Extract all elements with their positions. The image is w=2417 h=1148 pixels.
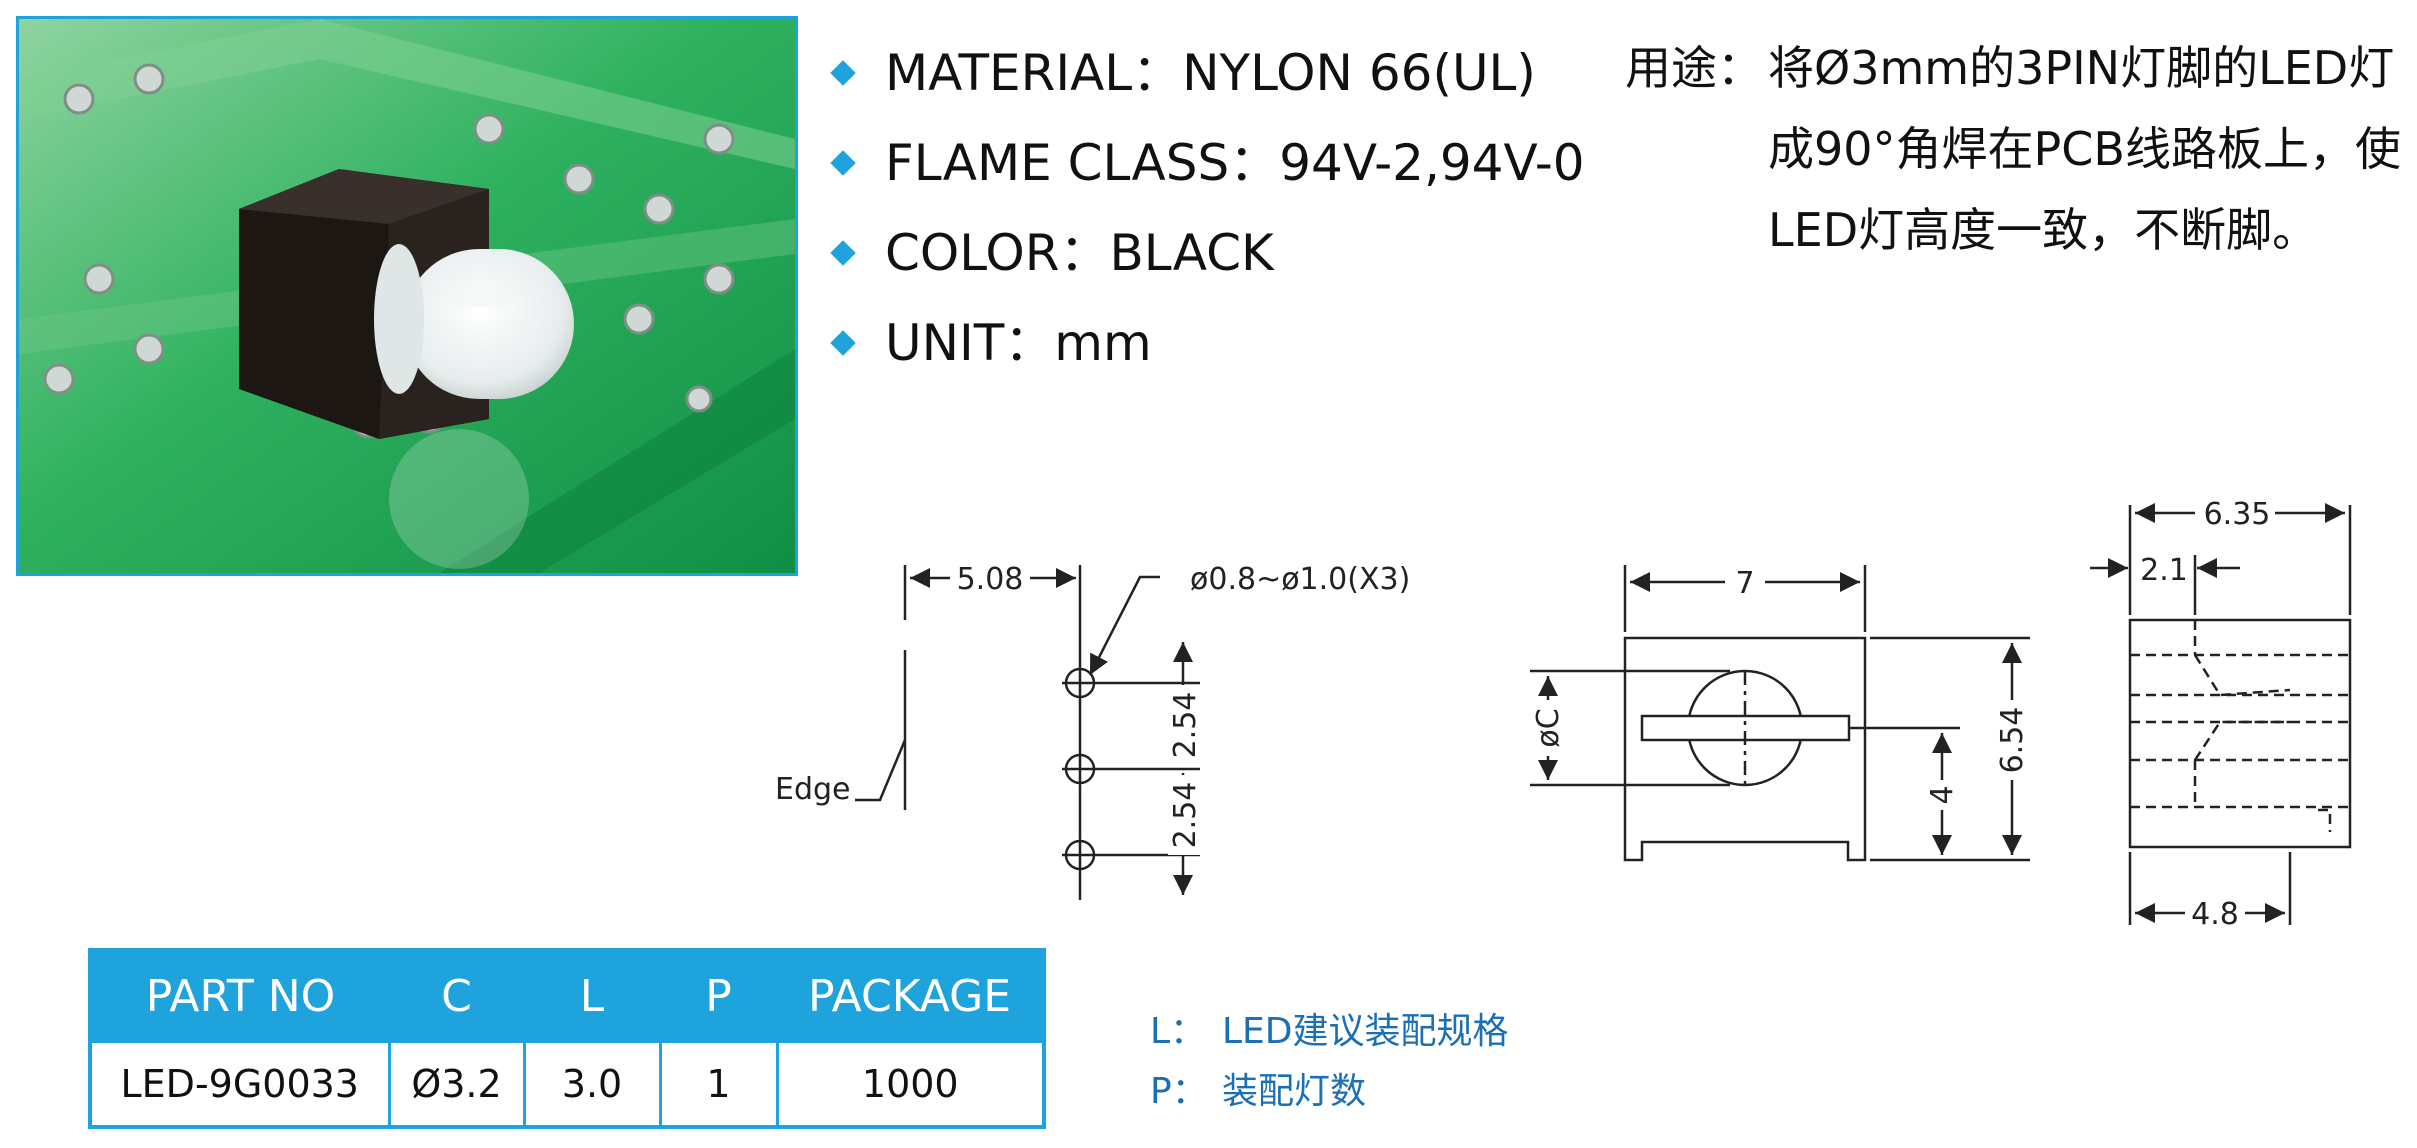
column-header: PART NO	[90, 950, 389, 1042]
part-table: PART NO C L P PACKAGE LED-9G0033 Ø3.2 3.…	[88, 948, 1046, 1129]
spec-unit: UNIT：mm	[830, 298, 1585, 388]
usage-line: 成90°角焊在PCB线路板上，使	[1768, 122, 2401, 176]
dim-pin-spacing-x: 5.08	[957, 562, 1024, 597]
legend-key: L：	[1150, 1011, 1207, 1052]
dim-pitch-upper: 2.54	[1168, 692, 1203, 759]
table-cell-p: 1	[658, 1040, 777, 1127]
spec-color: COLOR：BLACK	[830, 208, 1585, 298]
spec-separator: ：	[1132, 44, 1183, 102]
spec-value: BLACK	[1109, 224, 1274, 282]
product-photo	[16, 16, 798, 576]
spec-separator: ：	[1059, 224, 1110, 282]
dim-side-width: 6.35	[2204, 497, 2271, 532]
legend-text: 装配灯数	[1222, 1071, 1367, 1112]
edge-label: Edge	[775, 772, 851, 807]
legend-key: P：	[1150, 1071, 1208, 1112]
side-view	[2090, 503, 2352, 925]
spec-label: UNIT	[885, 314, 1005, 372]
usage-line: LED灯高度一致，不断脚。	[1768, 203, 2319, 257]
column-header: C	[389, 950, 524, 1042]
pcb-hole-layout-view	[855, 565, 1200, 900]
usage-line: 将Ø3mm的3PIN灯脚的LED灯	[1768, 41, 2395, 95]
spec-flame-class: FLAME CLASS：94V-2,94V-0	[830, 118, 1585, 208]
side-view-labels: 6.35 2.1 4.8	[2140, 496, 2275, 932]
pcb-hole-layout-labels: 5.08 ø0.8~ø1.0(X3) Edge 2.54 2.54	[775, 560, 1410, 855]
spec-list: MATERIAL：NYLON 66(UL) FLAME CLASS：94V-2,…	[830, 28, 1585, 388]
table-cell-l: 3.0	[522, 1040, 660, 1127]
dim-hole-diameter: øC	[1531, 708, 1566, 747]
spec-value: mm	[1054, 314, 1152, 372]
dim-side-offset: 2.1	[2140, 553, 2188, 588]
front-view	[1530, 565, 2030, 862]
spec-label: MATERIAL	[885, 44, 1133, 102]
dim-front-hole-height: 4	[1925, 785, 1960, 804]
spec-material: MATERIAL：NYLON 66(UL)	[830, 28, 1585, 118]
spec-label: COLOR	[885, 224, 1060, 282]
dim-side-bottom: 4.8	[2191, 897, 2239, 932]
column-header: L	[524, 950, 660, 1042]
spec-value: 94V-2,94V-0	[1279, 134, 1585, 192]
spec-separator: ：	[1004, 314, 1055, 372]
table-header-row: PART NO C L P PACKAGE	[90, 950, 1044, 1042]
usage-label: 用途：	[1625, 41, 1763, 95]
technical-drawings: 5.08 ø0.8~ø1.0(X3) Edge 2.54 2.54 7 øC 6…	[775, 496, 2352, 932]
legend-item: P： 装配灯数	[1150, 1062, 1509, 1122]
table-legend: L： LED建议装配规格 P： 装配灯数	[1150, 1002, 1509, 1122]
spec-separator: ：	[1229, 134, 1280, 192]
column-header: P	[660, 950, 777, 1042]
legend-item: L： LED建议装配规格	[1150, 1002, 1509, 1062]
table-row: LED-9G0033 Ø3.2 3.0 1 1000	[90, 1040, 1044, 1127]
dim-front-width: 7	[1735, 566, 1754, 601]
column-header: PACKAGE	[777, 950, 1044, 1042]
spec-label: FLAME CLASS	[885, 134, 1230, 192]
dim-pitch-lower: 2.54	[1168, 782, 1203, 849]
table-cell-c: Ø3.2	[387, 1040, 524, 1127]
legend-text: LED建议装配规格	[1222, 1011, 1509, 1052]
table-cell-package: 1000	[775, 1040, 1044, 1127]
usage-text: 将Ø3mm的3PIN灯脚的LED灯 成90°角焊在PCB线路板上，使 LED灯高…	[1768, 28, 2408, 271]
led-holder-photo-image	[19, 19, 795, 573]
dim-front-height: 6.54	[1995, 707, 2030, 774]
dim-hole-note: ø0.8~ø1.0(X3)	[1190, 562, 1410, 597]
spec-value: NYLON 66(UL)	[1182, 44, 1536, 102]
table-cell-part-no: LED-9G0033	[90, 1040, 389, 1127]
front-view-labels: 7 øC 6.54 4	[1528, 565, 2030, 810]
